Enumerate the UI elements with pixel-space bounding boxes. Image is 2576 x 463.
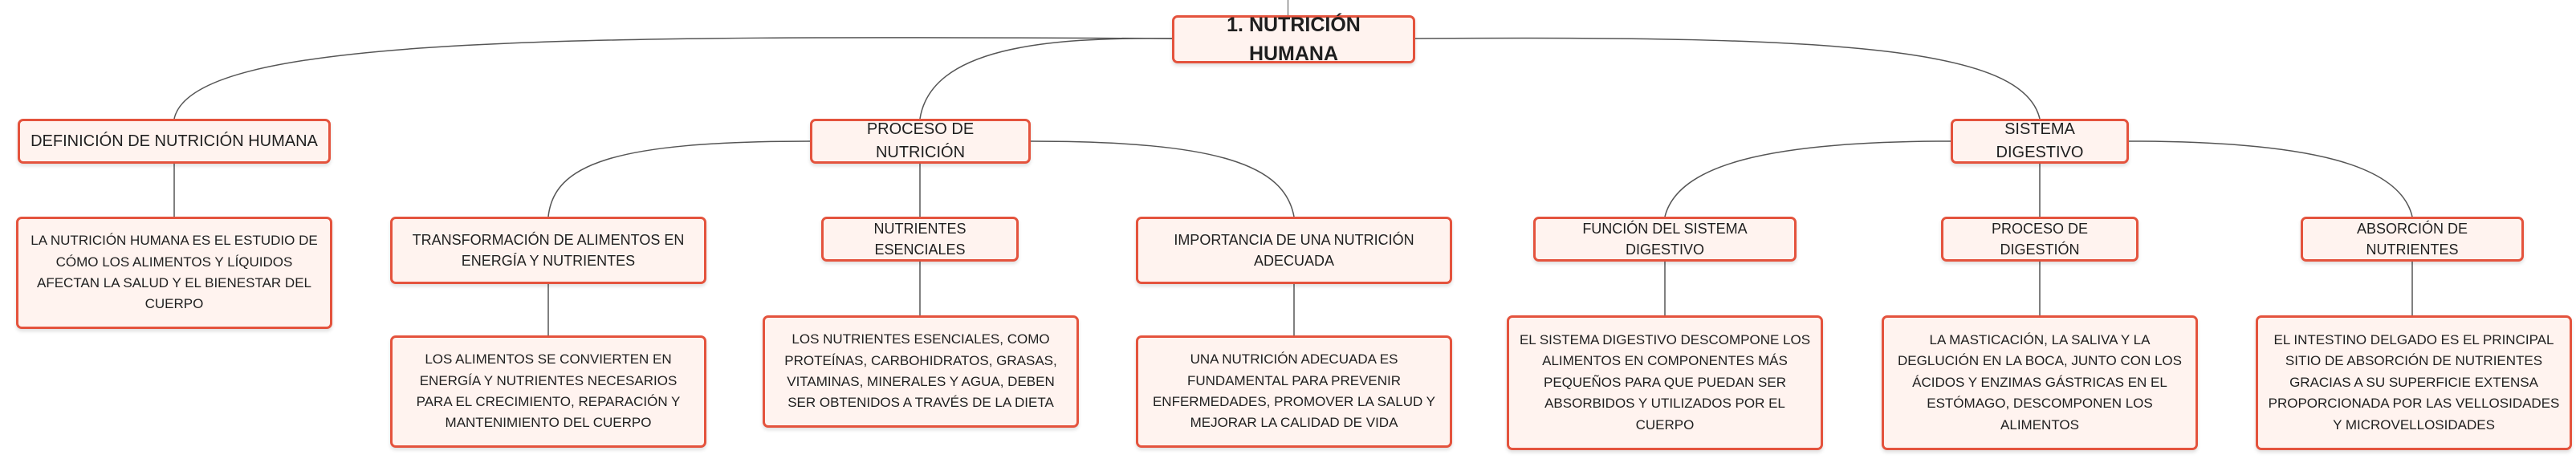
connector-root-definicion bbox=[173, 37, 1173, 120]
sub-funcion-sistema[interactable]: FUNCIÓN DEL SISTEMA DIGESTIVO bbox=[1533, 217, 1797, 262]
connector-root-sistema bbox=[1414, 37, 2041, 120]
sub-transformacion[interactable]: TRANSFORMACIÓN DE ALIMENTOS EN ENERGÍA Y… bbox=[390, 217, 706, 284]
sub-absorcion[interactable]: ABSORCIÓN DE NUTRIENTES bbox=[2301, 217, 2524, 262]
leaf-importancia[interactable]: UNA NUTRICIÓN ADECUADA ES FUNDAMENTAL PA… bbox=[1136, 335, 1452, 448]
leaf-funcion-sistema[interactable]: EL SISTEMA DIGESTIVO DESCOMPONE LOS ALIM… bbox=[1507, 315, 1823, 450]
connector-proceso-importancia bbox=[1030, 140, 1295, 217]
branch-definicion[interactable]: DEFINICIÓN DE NUTRICIÓN HUMANA bbox=[18, 119, 331, 164]
sub-importancia[interactable]: IMPORTANCIA DE UNA NUTRICIÓN ADECUADA bbox=[1136, 217, 1452, 284]
branch-sistema-digestivo[interactable]: SISTEMA DIGESTIVO bbox=[1951, 119, 2129, 164]
branch-proceso-nutricion[interactable]: PROCESO DE NUTRICIÓN bbox=[810, 119, 1031, 164]
sub-proceso-digestion[interactable]: PROCESO DE DIGESTIÓN bbox=[1941, 217, 2139, 262]
connector-proceso-transformacion bbox=[547, 140, 811, 217]
sub-nutrientes-esenciales[interactable]: NUTRIENTES ESENCIALES bbox=[821, 217, 1019, 262]
connector-sistema-funcion bbox=[1664, 140, 1951, 217]
leaf-proceso-digestion[interactable]: LA MASTICACIÓN, LA SALIVA Y LA DEGLUCIÓN… bbox=[1882, 315, 2198, 450]
leaf-absorcion[interactable]: EL INTESTINO DELGADO ES EL PRINCIPAL SIT… bbox=[2256, 315, 2572, 450]
leaf-transformacion[interactable]: LOS ALIMENTOS SE CONVIERTEN EN ENERGÍA Y… bbox=[390, 335, 706, 448]
leaf-definicion[interactable]: LA NUTRICIÓN HUMANA ES EL ESTUDIO DE CÓM… bbox=[16, 217, 332, 329]
connector-root-proceso bbox=[919, 38, 1173, 120]
connector-sistema-absorcion bbox=[2128, 140, 2413, 217]
root-node[interactable]: 1. NUTRICIÓN HUMANA bbox=[1172, 14, 1415, 65]
leaf-nutrientes-esenciales[interactable]: LOS NUTRIENTES ESENCIALES, COMO PROTEÍNA… bbox=[763, 315, 1079, 428]
